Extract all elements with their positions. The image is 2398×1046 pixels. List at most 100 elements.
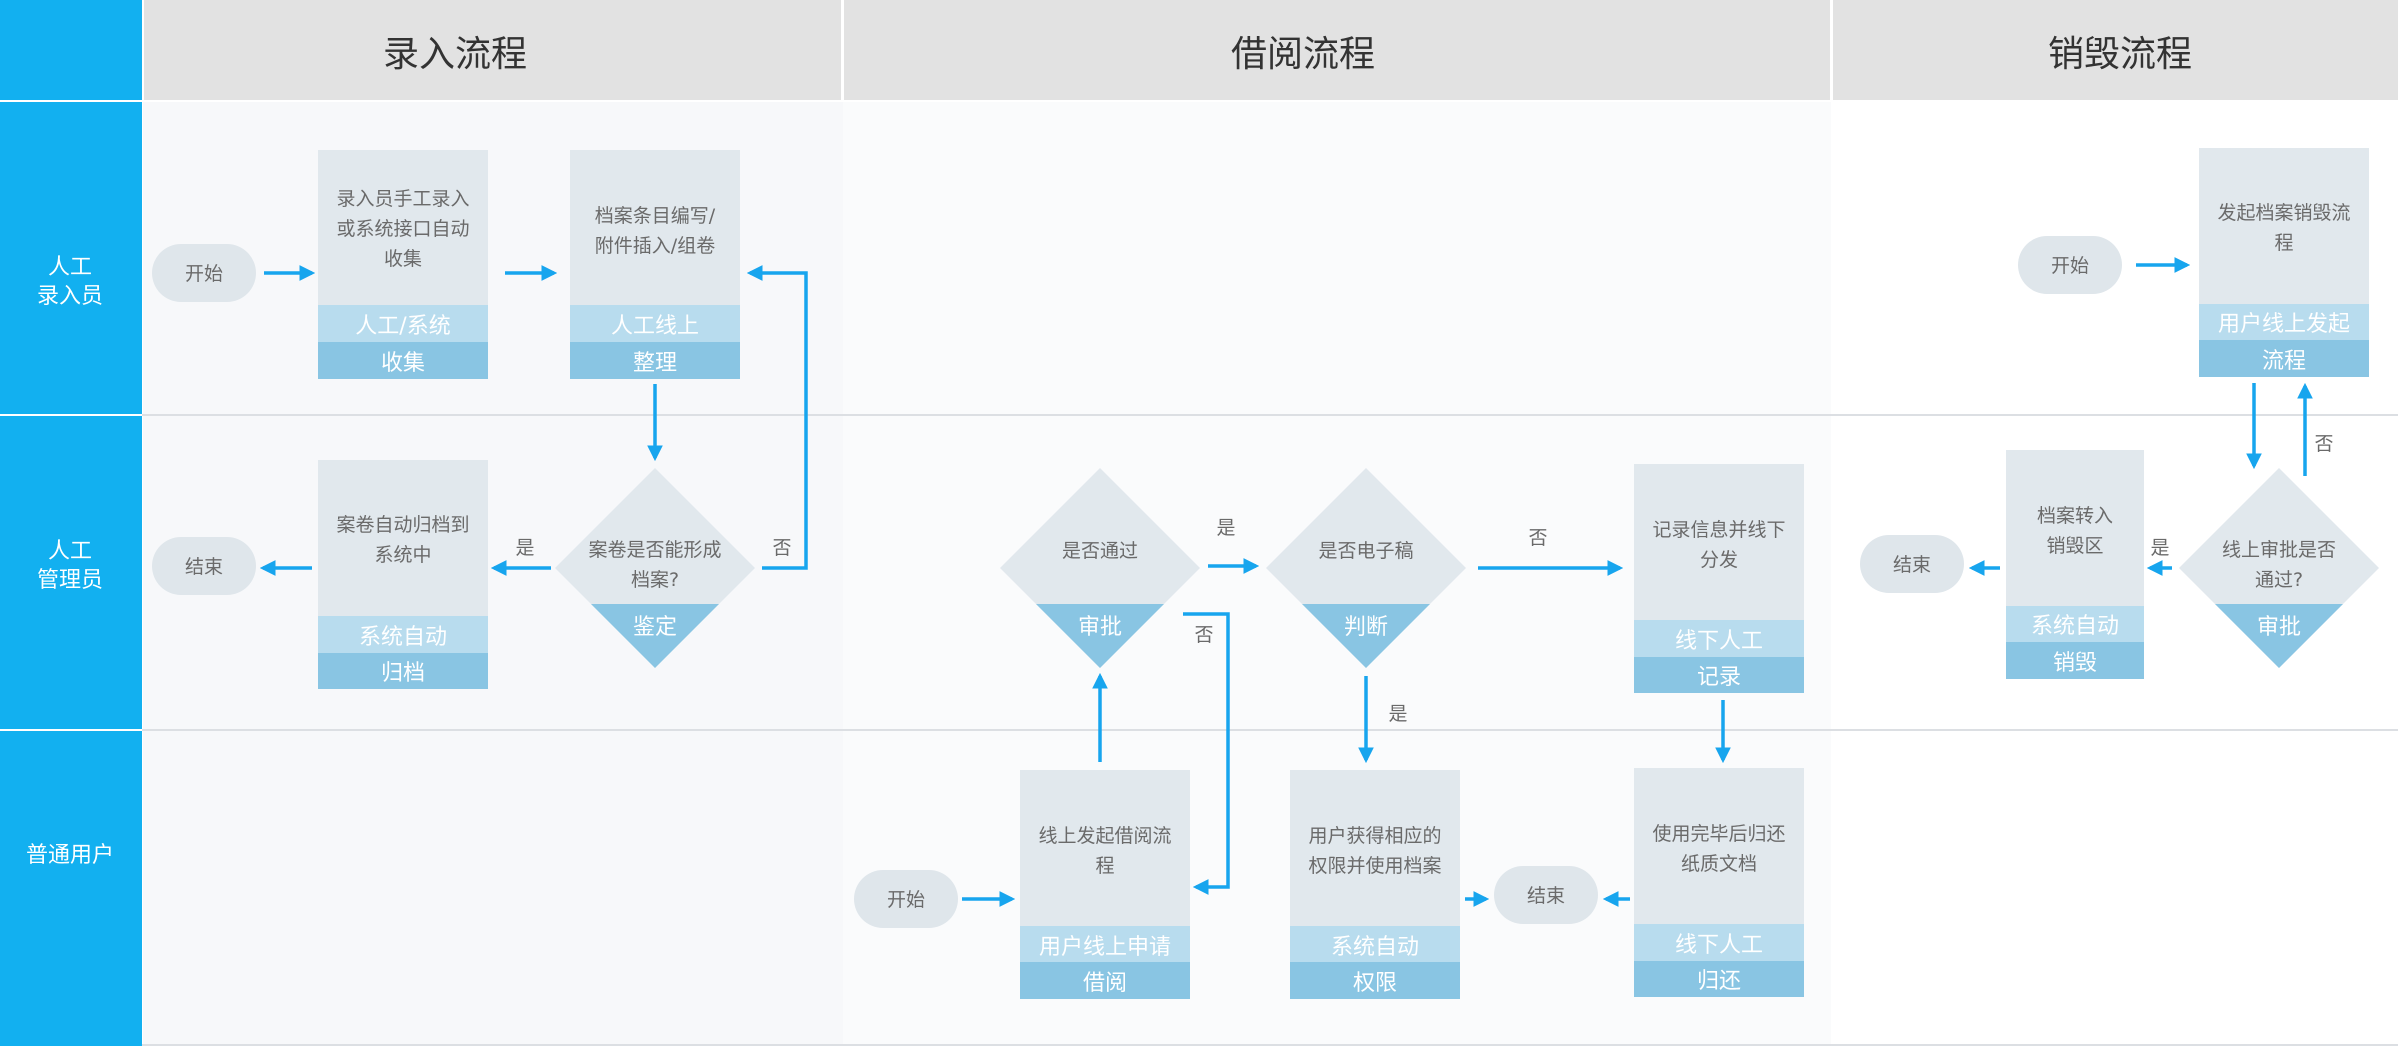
svg-text:收集: 收集 — [381, 351, 425, 376]
svg-text:纸质文档: 纸质文档 — [1681, 853, 1757, 875]
process-permit: 用户获得相应的 权限并使用档案 系统自动 权限 — [1290, 770, 1460, 999]
svg-text:记录: 记录 — [1697, 665, 1741, 690]
terminal-entry-start: 开始 — [152, 244, 256, 302]
process-transfer: 档案转入 销毁区 系统自动 销毁 — [2006, 450, 2144, 679]
svg-text:结束: 结束 — [1527, 885, 1565, 907]
process-return: 使用完毕后归还 纸质文档 线下人工 归还 — [1634, 768, 1804, 997]
edge-labels: 是 否 是 否 否 是 是 否 — [515, 433, 2333, 725]
decisions: 案卷是否能形成 档案? 鉴定 是否通过 审批 是否电子稿 判断 线上审批是否 通… — [555, 468, 2379, 668]
edge-label: 是 — [2150, 537, 2169, 559]
svg-text:结束: 结束 — [185, 556, 223, 578]
lane-label-line: 普通用户 — [26, 843, 114, 868]
svg-text:线下人工: 线下人工 — [1675, 933, 1763, 958]
svg-text:归还: 归还 — [1697, 969, 1741, 994]
svg-text:销毁: 销毁 — [2053, 651, 2097, 676]
connectors — [259, 257, 2313, 907]
svg-text:开始: 开始 — [185, 263, 223, 285]
edge-label: 否 — [772, 537, 791, 559]
process-archive: 案卷自动归档到 系统中 系统自动 归档 — [318, 460, 488, 689]
svg-text:档案条目编写/: 档案条目编写/ — [595, 205, 716, 227]
edge-label: 是 — [1388, 703, 1407, 725]
lane-headers: 人工 录入员 人工 管理员 普通用户 — [0, 102, 142, 1046]
decision-identify: 案卷是否能形成 档案? 鉴定 — [555, 468, 755, 668]
process-launch-destroy: 发起档案销毁流 程 用户线上发起 流程 — [2199, 148, 2369, 377]
svg-text:系统中: 系统中 — [374, 544, 431, 566]
terminal-borrow-start: 开始 — [854, 870, 958, 928]
lane-header-admin — [0, 416, 142, 729]
process-record: 记录信息并线下 分发 线下人工 记录 — [1634, 464, 1804, 693]
svg-text:权限: 权限 — [1353, 971, 1397, 996]
svg-text:案卷是否能形成: 案卷是否能形成 — [588, 539, 721, 561]
svg-text:流程: 流程 — [2262, 349, 2306, 374]
svg-text:权限并使用档案: 权限并使用档案 — [1308, 855, 1441, 877]
column-header-entry — [144, 0, 841, 100]
column-headers: 录入流程 借阅流程 销毁流程 — [0, 0, 2398, 100]
svg-text:是否电子稿: 是否电子稿 — [1318, 540, 1413, 562]
svg-text:人工线上: 人工线上 — [611, 314, 699, 339]
column-title-destroy: 销毁流程 — [2048, 34, 2192, 75]
svg-text:附件插入/组卷: 附件插入/组卷 — [595, 235, 715, 257]
column-header-destroy — [1833, 0, 2398, 100]
column-title-borrow: 借阅流程 — [1231, 34, 1375, 75]
svg-text:用户线上申请: 用户线上申请 — [1039, 935, 1171, 960]
lane-header-entry-clerk — [0, 102, 142, 414]
decision-approve: 是否通过 审批 — [1000, 468, 1200, 668]
svg-text:判断: 判断 — [1344, 615, 1388, 640]
svg-text:通过?: 通过? — [2255, 569, 2303, 591]
svg-text:线下人工: 线下人工 — [1675, 629, 1763, 654]
svg-text:线上审批是否: 线上审批是否 — [2222, 539, 2336, 561]
column-title-entry: 录入流程 — [383, 34, 527, 75]
svg-text:整理: 整理 — [633, 351, 677, 376]
edge-label: 否 — [1194, 624, 1213, 646]
svg-text:系统自动: 系统自动 — [2031, 614, 2119, 639]
svg-text:鉴定: 鉴定 — [633, 615, 677, 640]
svg-text:程: 程 — [2274, 232, 2293, 254]
svg-text:结束: 结束 — [1893, 554, 1931, 576]
svg-text:档案转入: 档案转入 — [2037, 505, 2113, 527]
svg-text:案卷自动归档到: 案卷自动归档到 — [336, 514, 469, 536]
svg-text:开始: 开始 — [2051, 255, 2089, 277]
column-header-borrow — [844, 0, 1830, 100]
svg-text:录入员手工录入: 录入员手工录入 — [336, 188, 469, 210]
edge-label: 否 — [1528, 527, 1547, 549]
svg-text:分发: 分发 — [1700, 549, 1738, 571]
edge-label: 是 — [515, 537, 534, 559]
svg-text:程: 程 — [1095, 855, 1114, 877]
lane-label-line: 录入员 — [37, 284, 103, 309]
svg-text:系统自动: 系统自动 — [1331, 935, 1419, 960]
svg-text:线上发起借阅流: 线上发起借阅流 — [1038, 825, 1171, 847]
svg-text:人工/系统: 人工/系统 — [355, 314, 450, 339]
svg-text:或系统接口自动: 或系统接口自动 — [336, 218, 469, 240]
svg-text:使用完毕后归还: 使用完毕后归还 — [1652, 823, 1785, 845]
terminals: 开始 结束 开始 结束 开始 结束 — [152, 236, 2122, 928]
svg-text:用户线上发起: 用户线上发起 — [2218, 312, 2350, 337]
lane-label-line: 人工 — [48, 255, 92, 280]
svg-text:归档: 归档 — [381, 661, 425, 686]
process-apply: 线上发起借阅流 程 用户线上申请 借阅 — [1020, 770, 1190, 999]
terminal-destroy-end: 结束 — [1860, 535, 1964, 593]
svg-text:档案?: 档案? — [631, 569, 679, 591]
terminal-borrow-end: 结束 — [1494, 866, 1598, 924]
svg-text:是否通过: 是否通过 — [1062, 540, 1138, 562]
process-collect: 录入员手工录入 或系统接口自动 收集 人工/系统 收集 — [318, 150, 488, 379]
svg-text:用户获得相应的: 用户获得相应的 — [1308, 825, 1441, 847]
svg-text:系统自动: 系统自动 — [359, 625, 447, 650]
svg-text:开始: 开始 — [887, 889, 925, 911]
decision-destroy-approve: 线上审批是否 通过? 审批 — [2179, 468, 2379, 668]
arrow-approve-no-to-apply — [1183, 612, 1230, 895]
lane-label-line: 人工 — [48, 539, 92, 564]
svg-text:收集: 收集 — [384, 248, 422, 270]
svg-text:发起档案销毁流: 发起档案销毁流 — [2217, 202, 2350, 224]
edge-label: 否 — [2314, 433, 2333, 455]
terminal-destroy-start: 开始 — [2018, 236, 2122, 294]
lane-label-line: 管理员 — [37, 568, 103, 593]
decision-electronic: 是否电子稿 判断 — [1266, 468, 1466, 668]
lane-dividers — [142, 414, 2398, 1046]
process-organize: 档案条目编写/ 附件插入/组卷 人工线上 整理 — [570, 150, 740, 379]
lane-header-user — [0, 731, 142, 1046]
svg-text:借阅: 借阅 — [1083, 971, 1127, 996]
svg-text:记录信息并线下: 记录信息并线下 — [1652, 519, 1785, 541]
corner-cell — [0, 0, 142, 100]
edge-label: 是 — [1216, 517, 1235, 539]
